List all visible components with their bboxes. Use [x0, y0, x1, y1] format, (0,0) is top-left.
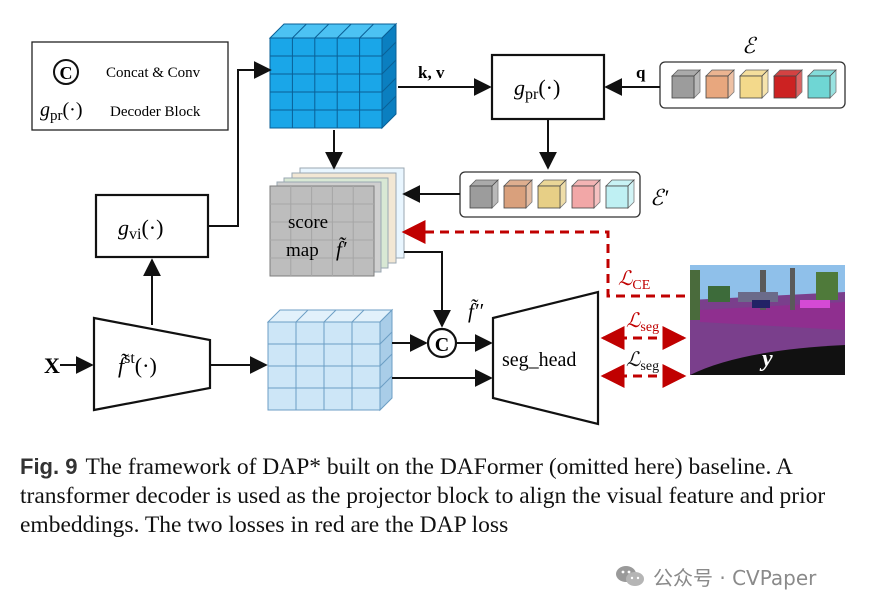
fused-feature-label: f̃′′	[468, 299, 483, 323]
score-map-front	[269, 185, 375, 277]
figure-label: Fig. 9	[20, 454, 78, 479]
gvi-block: gvi(·)	[94, 193, 210, 259]
legend-box: C Concat & Conv gpr(·) Decoder Block	[31, 41, 229, 131]
loss-seg-label-1: ℒseg	[626, 310, 659, 335]
visual-feature-cube	[268, 22, 398, 130]
embedding-cube-front	[671, 75, 695, 99]
score-map-stack	[269, 167, 405, 277]
decoder-legend-label: Decoder Block	[110, 104, 201, 120]
embedding-cube-front	[571, 185, 595, 209]
embedding-cubes	[671, 69, 837, 99]
embedding-cube-front	[537, 185, 561, 209]
embedding-cube-front	[739, 75, 763, 99]
cube-front-face	[269, 37, 383, 129]
score-map-label-line1: score	[288, 212, 328, 233]
arrows	[60, 61, 660, 387]
gpr-decoder-block: gpr(·)	[490, 53, 606, 121]
segmentation-target-image: y	[690, 265, 845, 375]
score-map-symbol: f̃′	[336, 237, 347, 261]
embedding-label: ℰ	[742, 33, 758, 58]
projected-embedding-label: ℰ′	[650, 185, 669, 210]
embedding-panel: ℰ	[659, 33, 846, 109]
framework-diagram: C Concat & Conv gpr(·) Decoder Block sco…	[31, 22, 846, 426]
embedding-cube-front	[807, 75, 831, 99]
input-label: X	[44, 353, 60, 378]
encoder-feature-cube	[266, 308, 394, 412]
loss-arrows	[401, 220, 687, 388]
embedding-cube-front	[503, 185, 527, 209]
cube-side-face	[381, 22, 397, 130]
embedding-cube-front	[705, 75, 729, 99]
decoder-legend-symbol: gpr(·)	[40, 99, 82, 124]
gpr-label: gpr(·)	[514, 75, 560, 103]
projected-embedding-cubes	[469, 179, 635, 209]
wechat-icon	[616, 566, 644, 586]
gvi-label: gvi(·)	[118, 215, 163, 243]
loss-seg-label-2: ℒseg	[626, 349, 659, 374]
watermark-text: 公众号 · CVPaper	[653, 565, 817, 590]
concat-legend-label: Concat & Conv	[106, 65, 201, 81]
concat-legend-icon	[53, 59, 79, 85]
encoder-label: f̃st(·)	[118, 350, 157, 378]
embedding-cube-front	[469, 185, 493, 209]
encoder-block: f̃st(·)	[92, 316, 212, 412]
concat-node: C	[426, 327, 458, 359]
kv-label: k, v	[418, 63, 445, 82]
target-label: y	[759, 346, 773, 372]
projected-embedding-panel: ℰ′	[459, 171, 669, 218]
cube-top-face	[268, 23, 398, 39]
seg-head-block: seg_head	[491, 290, 600, 426]
concat-legend-symbol: C	[60, 63, 73, 83]
concat-symbol: C	[435, 334, 449, 356]
score-map-label-line2: map	[286, 240, 319, 261]
q-label: q	[636, 63, 646, 82]
caption-text: The framework of DAP* built on the DAFor…	[20, 454, 826, 538]
embedding-cube-front	[605, 185, 629, 209]
watermark: 公众号 · CVPaper	[615, 560, 816, 592]
embedding-cube-front	[773, 75, 797, 99]
seg-head-label: seg_head	[502, 349, 576, 371]
loss-ce-label: ℒCE	[618, 268, 650, 293]
